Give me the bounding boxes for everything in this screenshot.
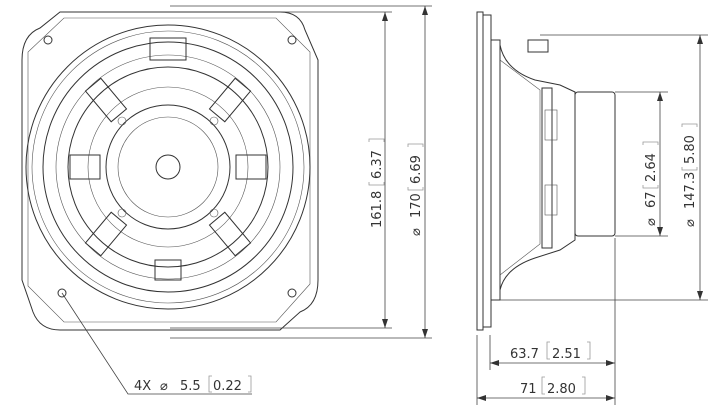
diameter-symbol: ⌀: [160, 379, 168, 394]
diameter-symbol: ⌀: [644, 218, 659, 226]
hole-count: 4X: [134, 379, 151, 394]
dim-mm: 63.7: [510, 347, 539, 362]
dim-depth-inner: 63.7 2.51: [510, 341, 591, 362]
dim-cone-diameter: ⌀ 147.3 5.80: [681, 123, 698, 227]
dim-mm: 147.3: [683, 172, 698, 209]
dim-in: 2.64: [644, 153, 659, 182]
mounting-hole: [287, 288, 297, 298]
mounting-hole-callout: 4X ⌀ 5.5 0.22: [61, 292, 252, 395]
dim-in: 2.51: [552, 347, 581, 362]
dim-magnet-diameter: ⌀ 67 2.64: [642, 141, 659, 226]
dim-front-diameter: ⌀ 170 6.69: [407, 143, 424, 236]
dim-depth-total: 71 2.80: [520, 376, 586, 397]
dim-mm: 170: [409, 193, 424, 218]
diameter-symbol: ⌀: [409, 228, 424, 236]
dim-in: 2.80: [547, 382, 576, 397]
dim-mm: 161.8: [370, 191, 385, 228]
dim-in: 6.37: [370, 150, 385, 179]
dim-front-height: 161.8 6.37: [368, 138, 385, 228]
dim-mm: 67: [644, 191, 659, 208]
side-dimension-lines: [476, 34, 708, 405]
front-dimension-lines: [170, 5, 432, 339]
diameter-symbol: ⌀: [683, 219, 698, 227]
mounting-hole: [43, 35, 53, 45]
dim-in: 6.69: [409, 155, 424, 184]
side-view: [476, 11, 616, 331]
dim-mm: 5.5: [180, 379, 201, 394]
dim-mm: 71: [520, 382, 537, 397]
dim-in: 5.80: [683, 135, 698, 164]
dim-in: 0.22: [213, 379, 242, 394]
mounting-hole: [57, 288, 67, 298]
front-view: [21, 11, 319, 331]
mounting-hole: [287, 35, 297, 45]
